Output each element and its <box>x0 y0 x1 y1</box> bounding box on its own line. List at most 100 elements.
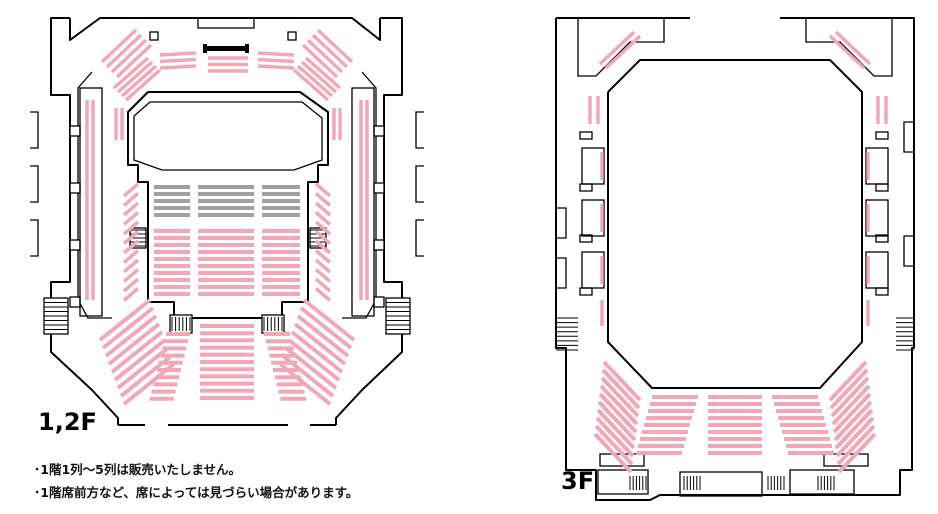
outer-wall-3f <box>555 17 915 501</box>
seat-row-orch-side-right <box>314 277 332 293</box>
seat-row-top-left-corner <box>105 33 143 69</box>
seat-row-orch-side-left <box>122 268 140 283</box>
seat-blocks-3f <box>588 30 888 474</box>
seat-row-top-right <box>257 64 295 70</box>
seat-row-top-left <box>159 64 197 70</box>
outer-wall-left <box>50 17 119 425</box>
corner-right-3f <box>805 18 893 77</box>
seat-row-3f-rear-right-fan <box>828 360 868 402</box>
seat-row-3f-rear-left-fan <box>599 384 639 426</box>
seat-row-left-diag <box>124 68 162 102</box>
seat-row-rear-left-fan <box>107 322 161 366</box>
seat-row-orch-side-right <box>314 258 332 274</box>
seat-row-top-right <box>257 51 295 57</box>
seat-row-3f-top-right <box>828 34 866 70</box>
inner-ring <box>127 91 329 319</box>
seat-row-top-right-corner <box>311 33 349 69</box>
seat-row-top-left-corner <box>100 28 138 64</box>
side-corridor-left <box>77 71 112 319</box>
seat-row-3f-rear-left-fan <box>597 400 637 442</box>
seat-row-right-diag <box>292 68 330 102</box>
seat-row-3f-rear-right-fan <box>831 384 871 426</box>
stair-hatching-3f <box>556 317 914 490</box>
seat-row-3f-rear-right-fan <box>835 416 875 458</box>
seat-row-top-right-corner <box>306 38 344 74</box>
floor-1-2-plan: 1,2F <box>30 17 424 436</box>
seat-row-3f-rear-right-fan <box>837 432 877 474</box>
bottom-doors-3f <box>597 453 869 497</box>
seat-row-rear-right-fan <box>290 330 344 374</box>
seat-row-left-diag <box>120 64 158 98</box>
seat-row-orch-side-left <box>122 211 140 226</box>
seat-row-orch-side-right <box>314 192 332 207</box>
seat-row-rear-left-fan <box>110 330 164 374</box>
seat-row-rear-left-fan <box>104 314 158 358</box>
side-cabins-3f-right <box>865 121 914 296</box>
seat-row-3f-rear-right-fan <box>834 408 874 450</box>
notes-list: ･1階1列～5列は販売いたしません。 ･1階席前方など、席によっては見づらい場合… <box>34 458 358 504</box>
seat-blocks-1-2f <box>85 28 369 406</box>
side-doors-right <box>351 87 424 317</box>
side-corridor-right <box>342 71 377 319</box>
seat-row-3f-rear-right-fan <box>830 376 870 418</box>
seat-row-3f-rear-left-fan <box>602 360 642 402</box>
seat-row-orch-side-left <box>122 201 140 217</box>
seat-row-orch-side-left <box>122 287 140 302</box>
seat-row-rear-left-fan <box>116 346 170 390</box>
seat-row-rear-left-fan <box>98 298 152 342</box>
seat-row-top-left <box>159 51 197 57</box>
seat-row-orch-side-left <box>122 220 140 236</box>
seat-row-3f-rear-left-fan <box>596 408 636 450</box>
seat-row-orch-side-right <box>314 220 332 236</box>
side-doors-left <box>30 87 103 317</box>
seat-row-orch-side-right <box>314 211 332 226</box>
seat-row-top-right <box>257 57 295 64</box>
seat-row-3f-rear-left-fan <box>598 392 638 434</box>
seat-row-orch-side-left <box>122 192 140 207</box>
floor-label-3f: 3F <box>561 467 594 495</box>
seat-row-rear-right-fan <box>302 298 356 342</box>
seat-row-orch-side-left <box>122 239 140 255</box>
seat-row-rear-left-fan <box>101 306 155 350</box>
floor-label-1-2f: 1,2F <box>38 408 97 436</box>
seat-row-top-left <box>159 57 197 64</box>
seat-row-left-diag <box>116 60 154 94</box>
seat-row-orch-side-right <box>314 182 332 198</box>
seat-row-left-diag <box>112 56 150 90</box>
seat-row-orch-side-right <box>314 239 332 255</box>
seat-row-right-diag <box>300 60 338 94</box>
seat-row-rear-right-fan <box>287 338 341 382</box>
seat-row-top-right-corner <box>316 28 354 64</box>
seat-row-3f-rear-left-fan <box>601 368 641 410</box>
seat-row-right-diag <box>304 56 342 90</box>
balcony-edge <box>133 101 323 171</box>
seat-row-orch-side-right <box>314 249 332 264</box>
seat-row-3f-rear-left-fan <box>600 376 640 418</box>
seat-row-rear-right-fan <box>299 306 353 350</box>
side-cabins-3f-left <box>556 131 605 296</box>
seat-row-orch-side-right <box>314 268 332 283</box>
seat-row-top-left-corner <box>115 43 153 79</box>
seat-row-3f-top-left <box>604 34 642 70</box>
seat-row-3f-rear-right-fan <box>832 392 872 434</box>
seat-row-3f-rear-left-fan <box>593 432 633 474</box>
seat-row-3f-rear-right-fan <box>829 368 869 410</box>
seat-row-3f-rear-left-fan <box>594 424 634 466</box>
inner-ring-3f <box>607 59 863 389</box>
seat-row-rear-right-fan <box>296 314 350 358</box>
seat-row-top-left-corner <box>110 38 148 74</box>
seat-row-orch-side-left <box>122 249 140 264</box>
stair-hatching <box>44 229 410 335</box>
seat-row-orch-side-left <box>122 258 140 274</box>
seat-row-orch-side-left <box>122 277 140 293</box>
seat-row-orch-side-left <box>122 230 140 245</box>
seat-row-orch-side-right <box>314 230 332 245</box>
outer-wall-top <box>69 17 381 41</box>
seat-row-rear-right-fan <box>293 322 347 366</box>
seat-row-3f-rear-right-fan <box>833 400 873 442</box>
seat-row-rear-left-fan <box>113 338 167 382</box>
seat-row-orch-side-right <box>314 287 332 302</box>
floor-3-plan: 3F <box>555 17 915 501</box>
corner-left-3f <box>577 18 665 77</box>
seat-row-3f-top-left <box>598 30 636 66</box>
